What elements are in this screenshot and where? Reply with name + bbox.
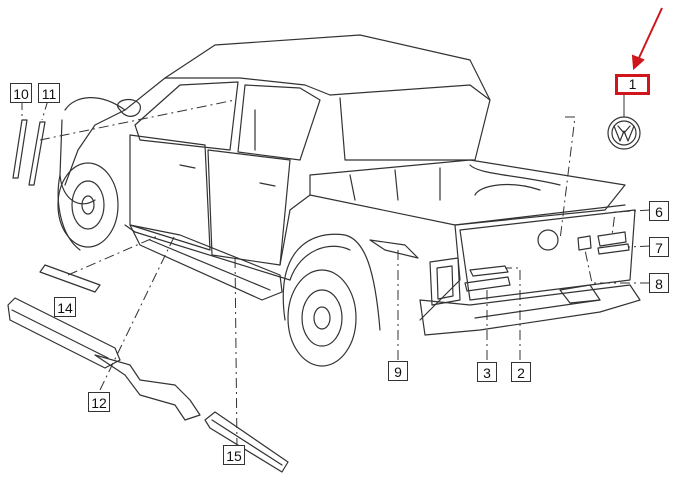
rear-cab-wall	[329, 84, 491, 101]
callout-7: 7	[649, 237, 669, 257]
rear-wheel-arch	[282, 233, 381, 331]
callout-3: 3	[477, 362, 497, 382]
tail-light	[429, 257, 461, 306]
leader-11	[41, 99, 49, 121]
leader-2	[505, 267, 521, 360]
running-board	[129, 224, 283, 301]
badge-6	[597, 231, 627, 247]
callout-10: 10	[10, 83, 32, 103]
callout-15: 15	[223, 445, 245, 465]
side-decal-9	[369, 239, 419, 259]
red-arrow-head	[631, 54, 645, 71]
side-mirror	[117, 98, 141, 117]
strip-10	[12, 119, 28, 179]
leader-10-11-link	[39, 99, 236, 141]
callout-12: 12	[88, 392, 110, 412]
leader-6	[611, 209, 651, 237]
tow-hitch-cover	[537, 229, 559, 251]
callout-2: 2	[511, 362, 531, 382]
sill-strip-14	[39, 264, 101, 293]
front-door	[129, 134, 211, 251]
leader-14	[67, 234, 161, 276]
callout-8: 8	[649, 273, 669, 293]
cargo-bed	[309, 159, 626, 226]
rear-bumper	[419, 284, 641, 336]
rear-wheel	[287, 269, 357, 367]
cab-roof	[164, 34, 491, 141]
badge-8	[577, 235, 592, 251]
tailgate-decal-3	[464, 276, 511, 292]
windshield	[64, 77, 166, 186]
leader-12	[99, 234, 176, 391]
callout-14: 14	[54, 297, 76, 317]
rear-door	[207, 149, 291, 266]
badge-7	[597, 243, 630, 255]
strip-11	[28, 121, 46, 186]
part-1-callout: 1	[628, 76, 637, 92]
leader-8	[584, 249, 650, 284]
tailgate	[459, 209, 636, 301]
leader-7	[627, 245, 651, 248]
door-sill-12	[7, 297, 121, 369]
rear-window	[237, 84, 321, 161]
callout-9: 9	[388, 361, 408, 381]
hood	[64, 97, 126, 111]
callout-6: 6	[649, 201, 669, 221]
part-1-highlight-box: 1	[615, 74, 650, 95]
front-window	[134, 81, 239, 151]
red-arrow-shaft	[637, 7, 663, 61]
front-wheel	[57, 162, 119, 248]
leader-emblem	[559, 116, 576, 241]
leader-15	[234, 254, 238, 449]
tailgate-decal-2	[469, 265, 509, 277]
callout-11: 11	[38, 83, 60, 103]
step-plate-15	[204, 411, 289, 473]
